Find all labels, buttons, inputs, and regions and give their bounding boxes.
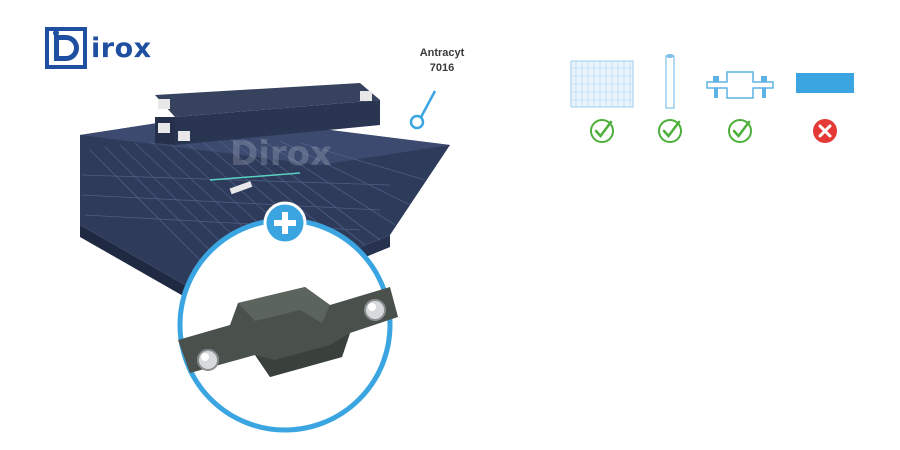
option-clamp: [700, 50, 790, 150]
fence-clamp: [178, 287, 398, 377]
option-mesh-panel: [565, 50, 655, 150]
brand-logo: irox: [45, 26, 152, 70]
checkmark-icon: [590, 119, 614, 143]
color-label: Antracyt 7016: [412, 46, 472, 76]
callout-line: [418, 90, 437, 120]
logo-mark-icon: [45, 27, 87, 69]
color-code: 7016: [429, 62, 455, 74]
product-illustration: Dirox: [80, 83, 450, 433]
bar-icon: [796, 73, 854, 93]
option-bar: [790, 50, 880, 150]
option-post: [640, 50, 730, 150]
checkmark-icon: [728, 119, 752, 143]
brand-name: irox: [91, 32, 152, 64]
color-name: Antracyt: [419, 47, 465, 59]
post-icon: [665, 54, 675, 109]
checkmark-icon: [658, 119, 682, 143]
callout-dot: [409, 114, 425, 130]
watermark-text: Dirox: [230, 134, 332, 174]
cross-icon: [813, 119, 837, 143]
clamp-icon: [706, 71, 774, 99]
mesh-panel-icon: [570, 60, 634, 108]
